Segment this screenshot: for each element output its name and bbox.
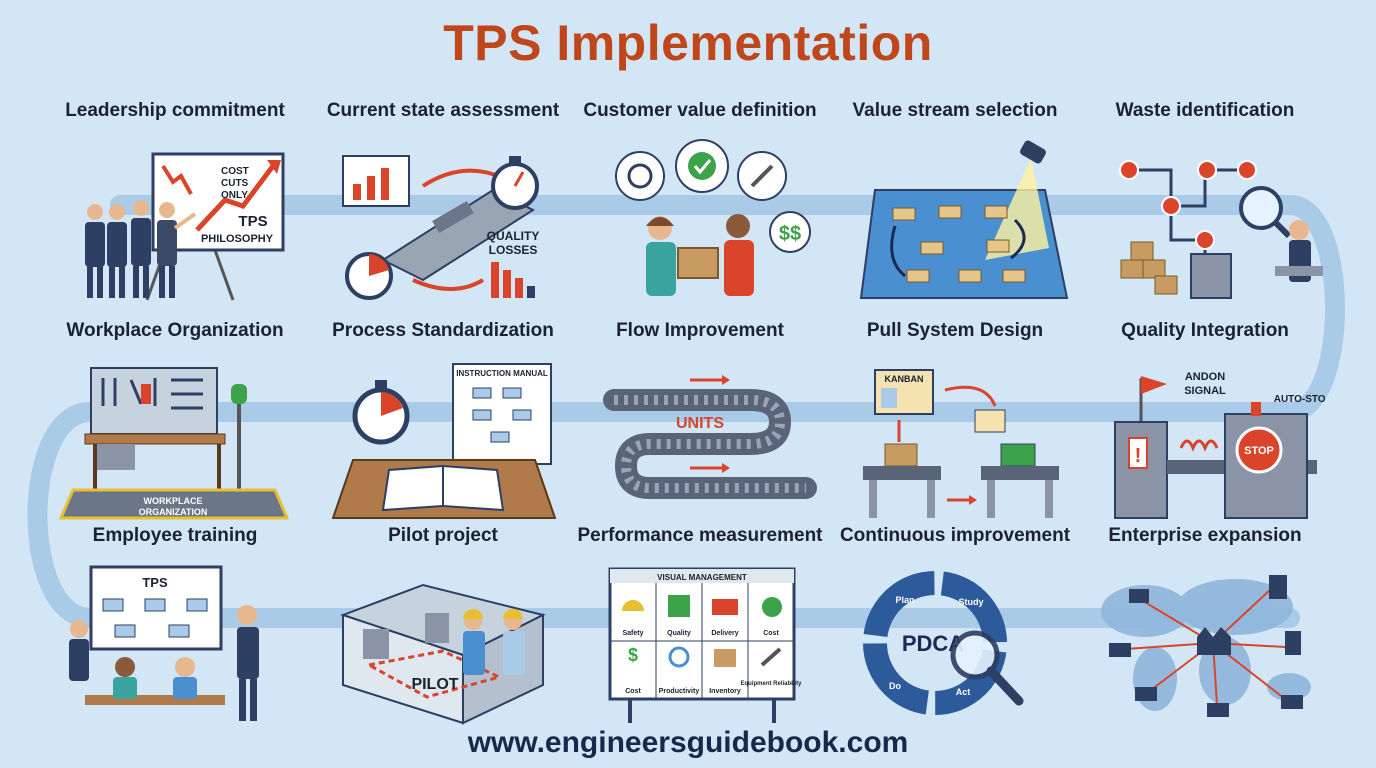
pilot-cell-icon: PILOT [340, 583, 546, 725]
footer-url: www.engineersguidebook.com [467, 726, 909, 759]
manual-title: INSTRUCTION MANUAL [456, 369, 548, 378]
svg-text:Act: Act [956, 687, 971, 697]
svg-text:!: ! [1135, 445, 1142, 467]
stop-sign-text: STOP [1244, 445, 1274, 457]
step-customer-value-definition: Customer value definition $$ [565, 100, 835, 302]
step-label: Workplace Organization [66, 320, 284, 341]
training-board-icon: TPS [69, 565, 259, 721]
step-continuous-improvement: Continuous improvement PDCA Plan Study D… [820, 525, 1090, 727]
svg-text:ORGANIZATION: ORGANIZATION [139, 507, 208, 517]
svg-text:ONLY: ONLY [221, 190, 248, 201]
svg-text:Quality: Quality [667, 630, 691, 637]
customer-handoff-icon: $$ [615, 139, 811, 296]
svg-text:SIGNAL: SIGNAL [1184, 385, 1226, 397]
quality-losses-text: QUALITY [487, 229, 540, 243]
svg-text:Cost: Cost [625, 688, 641, 695]
step-pilot-project: Pilot project PILOT [308, 525, 578, 727]
tool-board-icon: WORKPLACE ORGANIZATION [58, 367, 290, 520]
svg-text:PHILOSOPHY: PHILOSOPHY [201, 233, 274, 245]
kpi-board-title: VISUAL MANAGEMENT [657, 573, 747, 582]
step-label: Pilot project [388, 525, 498, 546]
step-workplace-organization: Workplace Organization WORKPLACE ORGANIZ… [40, 320, 310, 522]
auto-stop-text: AUTO-STOP [1274, 394, 1325, 405]
step-label: Current state assessment [326, 100, 560, 121]
step-label: Performance measurement [577, 525, 823, 546]
svg-text:Inventory: Inventory [709, 688, 741, 695]
conveyor-icon: UNITS [603, 375, 817, 499]
step-value-stream-selection: Value stream selection [820, 100, 1090, 302]
step-enterprise-expansion: Enterprise expansion [1070, 525, 1340, 727]
step-label: Waste identification [1115, 100, 1295, 121]
step-label: Process Standardization [332, 320, 554, 341]
page-title: TPS Implementation [443, 15, 933, 71]
kanban-text: KANBAN [885, 374, 924, 384]
svg-text:Cost: Cost [763, 630, 779, 637]
andon-machine-icon: ANDON SIGNAL AUTO-STOP ! STOP [1114, 371, 1325, 519]
pilot-text: PILOT [411, 676, 458, 693]
world-map-icon [1101, 575, 1311, 717]
training-board-text: TPS [142, 575, 168, 590]
andon-text: ANDON [1185, 371, 1225, 383]
step-current-state-assessment: Current state assessment QUALITY LOSSES [308, 100, 578, 302]
svg-text:Equipment Reliability: Equipment Reliability [740, 681, 802, 687]
step-leadership-commitment: Leadership commitment COST CUTS ONLY TPS… [40, 100, 310, 302]
step-pull-system-design: Pull System Design KANBAN [820, 320, 1090, 522]
step-process-standardization: Process Standardization INSTRUCTION MANU… [308, 320, 578, 522]
step-employee-training: Employee training TPS [40, 525, 310, 727]
step-label: Continuous improvement [839, 525, 1071, 546]
step-waste-identification: Waste identification [1070, 100, 1340, 302]
svg-text:LOSSES: LOSSES [489, 243, 538, 257]
kpi-board-icon: VISUAL MANAGEMENT $ Safety Quality Deliv… [608, 567, 802, 723]
step-label: Quality Integration [1121, 320, 1289, 341]
svg-text:Safety: Safety [622, 630, 643, 637]
board-text-tps: TPS [238, 213, 267, 230]
board-text-cost: COST [221, 166, 249, 177]
magnifier-waste-icon [1119, 160, 1323, 299]
svg-text:Study: Study [958, 597, 983, 607]
svg-text:Plan: Plan [895, 595, 914, 605]
step-flow-improvement: Flow Improvement UNITS [565, 320, 835, 522]
svg-text:$: $ [628, 645, 638, 665]
money-text: $$ [779, 223, 801, 245]
svg-text:Delivery: Delivery [711, 630, 738, 637]
kanban-card-icon: KANBAN [863, 369, 1059, 518]
step-label: Value stream selection [852, 100, 1058, 121]
presentation-board-icon: COST CUTS ONLY TPS PHILOSOPHY [85, 152, 285, 301]
step-label: Leadership commitment [65, 100, 285, 121]
spotlight-map-icon [859, 140, 1069, 299]
step-label: Customer value definition [583, 100, 817, 121]
manual-stopwatch-icon: INSTRUCTION MANUAL [331, 363, 557, 519]
step-label: Employee training [92, 525, 258, 546]
stopwatch-gauge-icon: QUALITY LOSSES [342, 155, 540, 300]
svg-text:Productivity: Productivity [659, 688, 700, 695]
workplace-text: WORKPLACE [144, 496, 203, 506]
step-label: Enterprise expansion [1108, 525, 1302, 546]
svg-text:Do: Do [889, 681, 901, 691]
step-performance-measurement: Performance measurement VISUAL MANAGEMEN… [565, 525, 835, 727]
step-quality-integration: Quality Integration ANDON SIGNAL AUTO-ST… [1070, 320, 1340, 522]
step-label: Flow Improvement [616, 320, 784, 341]
svg-text:CUTS: CUTS [221, 178, 249, 189]
step-label: Pull System Design [866, 320, 1044, 341]
pdca-cycle-icon: PDCA Plan Study Do Act [862, 570, 1024, 716]
units-text: UNITS [676, 415, 724, 432]
